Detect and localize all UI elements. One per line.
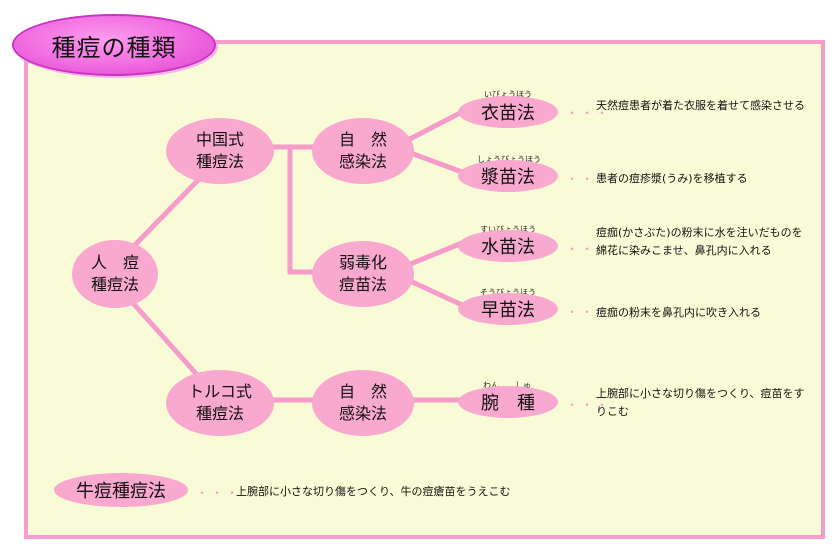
method-1-ruby: いびょうほう: [484, 90, 532, 99]
node-root-line1: 人 痘: [90, 253, 139, 273]
method-1-desc: 天然痘患者が着た衣服を着せて感染させる: [596, 99, 805, 112]
method-2-name: 漿苗法: [481, 167, 535, 188]
node-natural-infection-2: 自 然 感染法: [312, 370, 414, 436]
line-root-turkey: [129, 299, 203, 381]
node-natural-infection-1: 自 然 感染法: [312, 118, 414, 184]
node-root: 人 痘 種痘法: [72, 240, 158, 308]
node-turkey: トルコ式 種痘法: [166, 370, 274, 436]
method-1-oval: 衣苗法: [458, 96, 558, 128]
node-china: 中国式 種痘法: [166, 118, 274, 184]
method-1-name: 衣苗法: [481, 103, 535, 124]
method-4-name: 早苗法: [481, 300, 535, 321]
node-turkey-line2: 種痘法: [195, 404, 244, 423]
method-5-dots: ・・・: [566, 398, 612, 412]
method-2-ruby: しょうびょうほう: [477, 154, 541, 165]
node-china-line2: 種痘法: [195, 152, 244, 171]
cowpox-oval: 牛痘種痘法: [54, 473, 188, 507]
title-oval: 種痘の種類: [12, 14, 216, 76]
node-turkey-line1: トルコ式: [188, 382, 252, 402]
method-5-oval: 腕 種: [458, 386, 558, 418]
cowpox-dots: ・・・: [196, 486, 242, 500]
line-natural1-m1: [405, 109, 465, 143]
method-1-dots: ・・・: [566, 106, 612, 120]
method-5-name: 腕 種: [481, 393, 535, 414]
node-natural2-line2: 感染法: [338, 404, 387, 423]
node-root-line2: 種痘法: [90, 275, 139, 294]
line-attenuated-m4: [405, 277, 465, 308]
line-natural1-m2: [405, 149, 465, 175]
method-3-desc: 痘痂(かさぶた)の粉末に水を注いだものを綿花に染みこませ、鼻孔内に入れる: [596, 226, 803, 257]
node-attenuated-line2: 痘苗法: [338, 275, 387, 294]
method-3-dots: ・・・: [566, 242, 612, 256]
method-2-dots: ・・・: [566, 172, 612, 186]
method-3-ruby: すいびょうほう: [480, 224, 536, 235]
node-natural2-line1: 自 然: [338, 382, 387, 402]
line-china-attenuated: [287, 144, 318, 275]
method-4-desc: 痘痂の粉末を鼻孔内に吹き入れる: [596, 306, 761, 319]
line-root-china: [129, 175, 203, 251]
method-3-oval: 水苗法: [458, 230, 558, 262]
node-china-line1: 中国式: [195, 130, 244, 150]
method-2-oval: 漿苗法: [458, 160, 558, 192]
method-3-name: 水苗法: [481, 237, 535, 258]
line-attenuated-m3: [405, 240, 465, 268]
node-natural1-line2: 感染法: [338, 152, 387, 171]
method-4-dots: ・・・: [566, 305, 612, 319]
cowpox-name: 牛痘種痘法: [76, 481, 166, 502]
node-natural1-line1: 自 然: [338, 130, 387, 150]
node-attenuated-line1: 弱毒化: [338, 253, 387, 273]
page-title: 種痘の種類: [51, 33, 177, 62]
cowpox-desc: 上腕部に小さな切り傷をつくり、牛の痘瘡苗をうえこむ: [236, 485, 511, 498]
node-attenuated: 弱毒化 痘苗法: [312, 241, 414, 307]
method-5-desc: 上腕部に小さな切り傷をつくり、痘苗をすりこむ: [596, 387, 805, 418]
method-4-oval: 早苗法: [458, 293, 558, 325]
method-4-ruby: そうびょうほう: [480, 287, 536, 298]
method-2-desc: 患者の痘疹漿(うみ)を移植する: [596, 172, 748, 185]
method-5-ruby: わん しゅ: [483, 380, 531, 391]
